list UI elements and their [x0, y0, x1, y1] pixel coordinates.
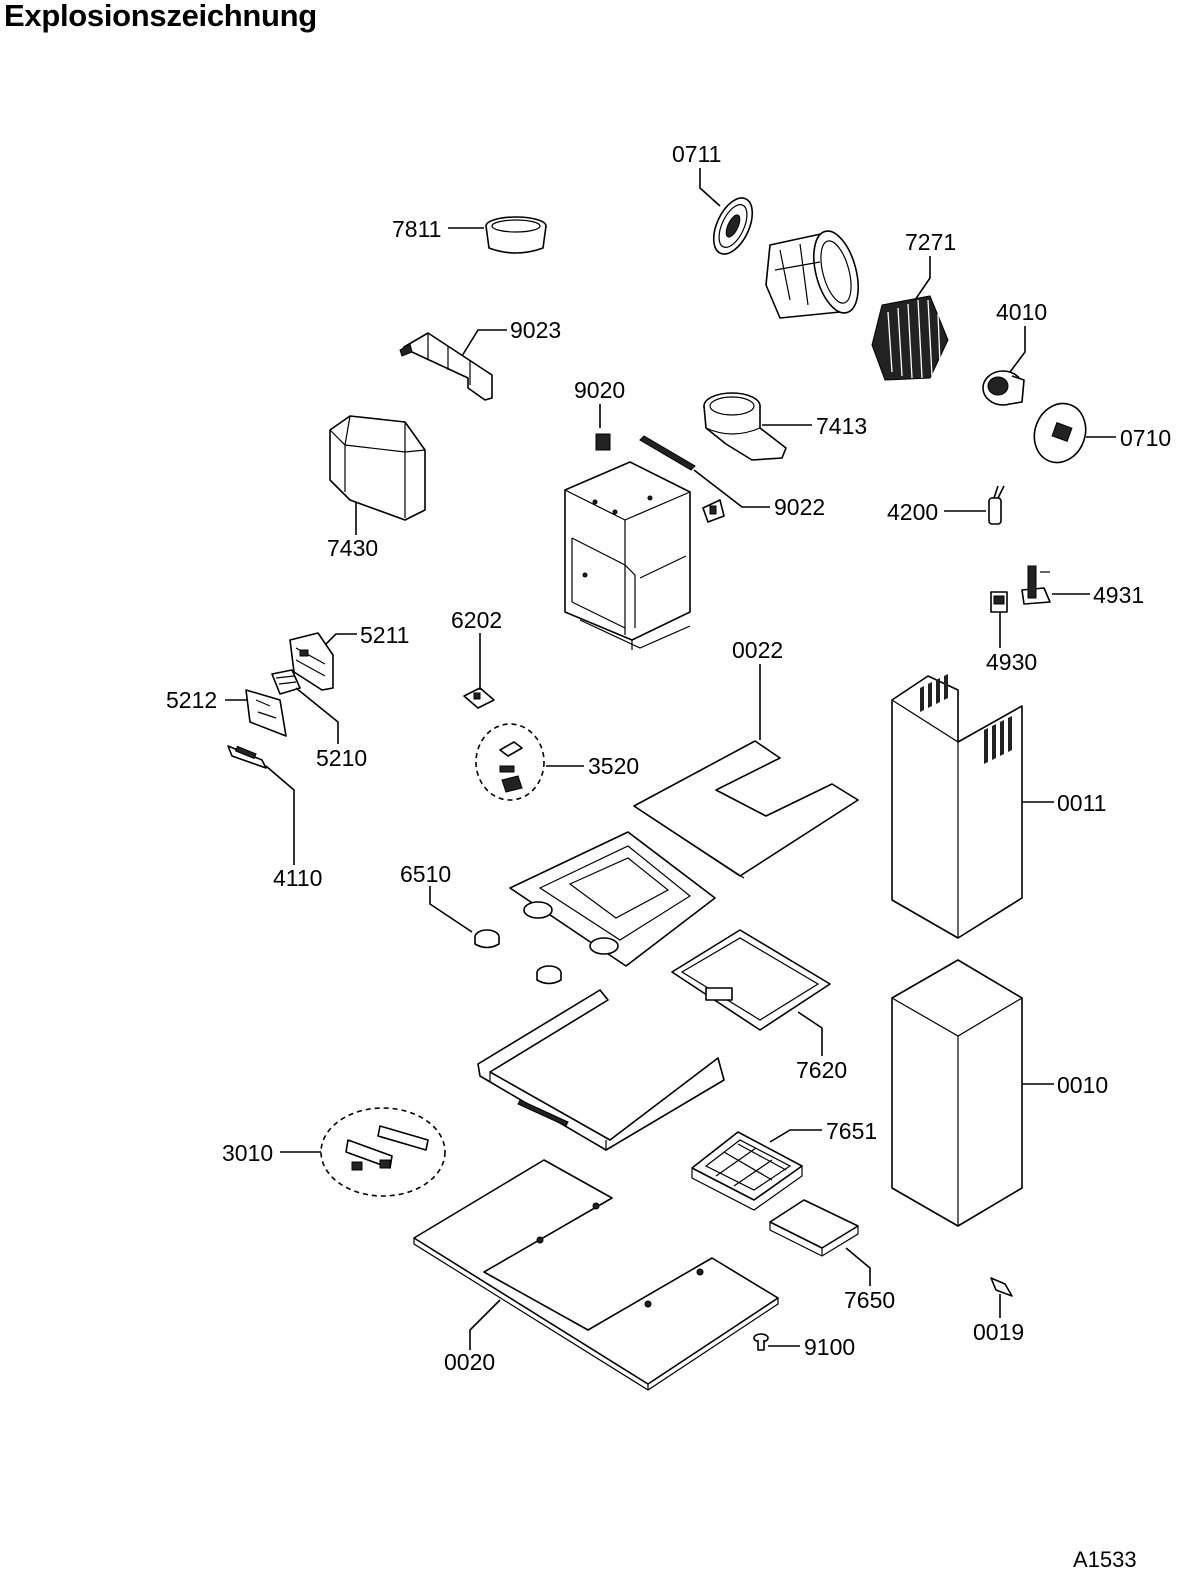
part-7811-collar	[485, 216, 547, 254]
leader-lines	[225, 168, 1116, 1350]
part-7620-filter	[671, 929, 831, 1031]
label-9023: 9023	[510, 317, 561, 343]
label-5212: 5212	[166, 687, 217, 713]
label-0019: 0019	[973, 1319, 1024, 1345]
part-0710-plate	[1033, 402, 1087, 464]
label-0011: 0011	[1057, 790, 1106, 816]
part-labels: 0711 7811 7271 9023 4010 9020 7413 0710 …	[166, 141, 1171, 1375]
label-4930: 4930	[986, 649, 1037, 675]
label-4200: 4200	[887, 499, 938, 525]
part-9020-clip	[595, 433, 611, 451]
part-6510-knob-2	[536, 965, 562, 985]
page-title: Explosionszeichnung	[4, 0, 317, 33]
part-0019-label	[990, 1277, 1013, 1297]
label-0010: 0010	[1057, 1072, 1108, 1098]
part-4010-motor	[982, 370, 1025, 406]
document-code: A1533	[1073, 1547, 1137, 1572]
label-7620: 7620	[796, 1057, 847, 1083]
part-9023-bracket	[399, 332, 493, 401]
part-7413-spigot	[703, 392, 787, 461]
label-3520: 3520	[588, 753, 639, 779]
label-5211: 5211	[360, 622, 409, 648]
label-0711: 0711	[672, 141, 721, 167]
label-0022: 0022	[732, 637, 783, 663]
part-lower-frame	[477, 989, 725, 1151]
part-blower-housing	[765, 230, 859, 319]
label-3010: 3010	[222, 1140, 273, 1166]
part-4931-holder	[1021, 565, 1051, 605]
part-0711-ring	[712, 197, 754, 255]
label-9100: 9100	[804, 1334, 855, 1360]
label-9022: 9022	[774, 494, 825, 520]
part-6202-plate	[463, 687, 495, 709]
part-3010-group	[320, 1107, 446, 1197]
label-5210: 5210	[316, 745, 367, 771]
part-0022-plate	[633, 740, 859, 879]
label-9020: 9020	[574, 377, 625, 403]
part-9100-screw	[753, 1333, 769, 1351]
label-7811: 7811	[392, 216, 441, 242]
part-4200-capacitor	[988, 485, 1005, 525]
part-7650-carbon-filter	[769, 1199, 859, 1257]
label-6202: 6202	[451, 607, 502, 633]
part-7430-hood	[329, 415, 426, 521]
label-7271: 7271	[905, 229, 956, 255]
label-7430: 7430	[327, 535, 378, 561]
part-9022-bracket-small	[702, 499, 725, 523]
part-7271-fan-wheel	[871, 295, 949, 381]
label-4110: 4110	[273, 865, 322, 891]
label-0020: 0020	[444, 1349, 495, 1375]
part-4110-switch	[227, 745, 267, 769]
part-6510-knob-1	[474, 929, 500, 949]
part-4930-switch	[990, 591, 1008, 613]
part-frame-tray	[509, 831, 716, 967]
label-0710: 0710	[1120, 425, 1171, 451]
label-7651: 7651	[826, 1118, 877, 1144]
label-6510: 6510	[400, 861, 451, 887]
label-7650: 7650	[844, 1287, 895, 1313]
part-0011-chimney-upper	[891, 674, 1023, 939]
part-3520-group	[475, 723, 545, 801]
part-7651-carbon-frame	[691, 1131, 803, 1211]
part-5211-housing	[289, 632, 334, 691]
part-9022-strip	[639, 435, 696, 471]
part-5210-board	[271, 669, 301, 695]
label-7413: 7413	[816, 413, 867, 439]
label-4931: 4931	[1093, 582, 1144, 608]
part-0010-chimney-lower	[891, 959, 1023, 1227]
label-4010: 4010	[996, 299, 1047, 325]
part-5212-pcb	[245, 689, 287, 737]
part-chassis-box	[564, 461, 691, 650]
part-0020-base-plate	[413, 1159, 779, 1391]
